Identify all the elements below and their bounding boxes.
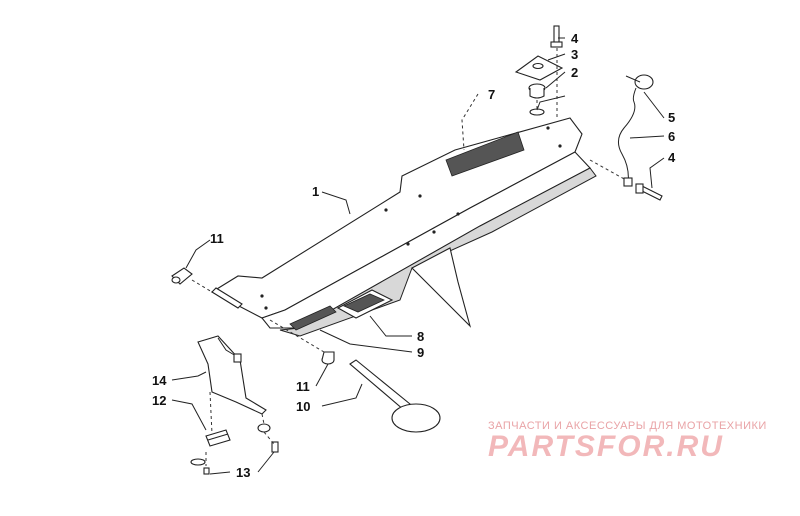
watermark-caption: ЗАПЧАСТИ И АКСЕССУАРЫ ДЛЯ МОТОТЕХНИКИ <box>488 420 767 432</box>
callout-12: 12 <box>152 393 166 408</box>
callout-8: 8 <box>417 329 424 344</box>
leader-lines <box>171 37 665 475</box>
bolt-part-top <box>550 25 563 48</box>
bracket-part <box>197 335 267 415</box>
callout-2: 2 <box>571 65 578 80</box>
callout-10: 10 <box>296 399 310 414</box>
callout-14: 14 <box>152 373 167 388</box>
end-cap-top <box>171 267 193 285</box>
watermark-logo: PARTSFOR.RU <box>488 430 724 463</box>
rivets <box>260 126 562 310</box>
callout-11-top: 11 <box>210 231 224 246</box>
wear-strip-part <box>205 429 231 447</box>
callout-9: 9 <box>417 345 424 360</box>
callout-7: 7 <box>488 87 495 102</box>
callout-labels: 4 3 2 7 5 6 4 1 11 8 9 11 10 14 12 13 <box>152 31 676 480</box>
callout-3: 3 <box>571 47 578 62</box>
callout-1: 1 <box>312 184 319 199</box>
callout-4-top: 4 <box>571 31 579 46</box>
callout-6: 6 <box>668 129 675 144</box>
plate-part <box>514 55 564 81</box>
callout-4-right: 4 <box>668 150 676 165</box>
callout-13: 13 <box>236 465 250 480</box>
grommet-part <box>528 83 546 116</box>
end-cap-bottom <box>321 351 335 365</box>
tether-cable-part <box>618 74 654 187</box>
bolt-part-right <box>635 183 663 201</box>
callout-11-bottom: 11 <box>296 379 310 394</box>
fasteners-part <box>190 423 279 475</box>
callout-5: 5 <box>668 110 675 125</box>
tunnel-part <box>210 117 597 337</box>
handle-part <box>349 359 441 433</box>
watermark: ЗАПЧАСТИ И АКСЕССУАРЫ ДЛЯ МОТОТЕХНИКИ PA… <box>488 420 788 464</box>
